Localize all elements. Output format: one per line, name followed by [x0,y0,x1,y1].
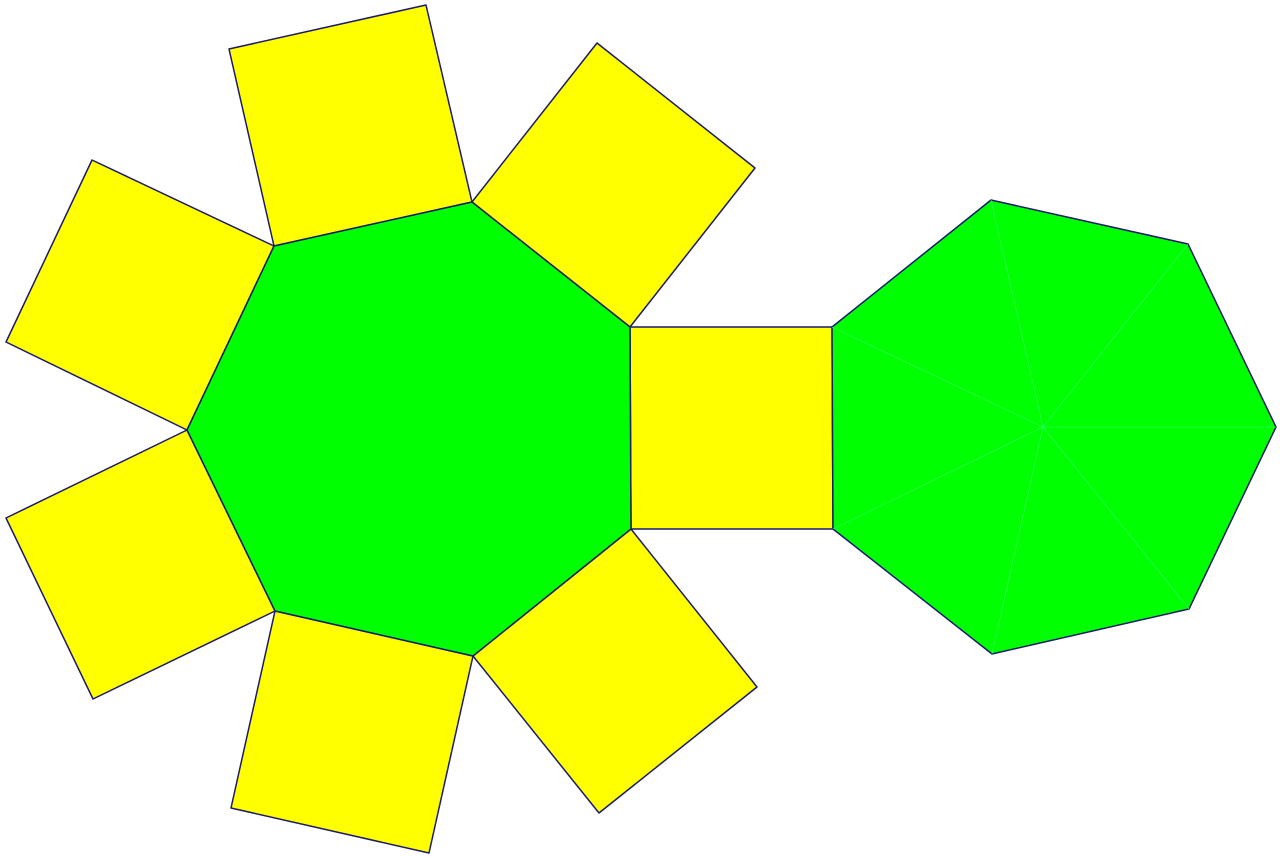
heptagon-spoke-1 [1042,243,1189,428]
square-connector-face [629,326,834,530]
squares-layer [5,4,834,854]
heptagon-spoke-6 [831,326,1044,428]
heptagon-spoke-0 [990,199,1044,428]
heptagon-spoke-4 [991,426,1044,655]
heptagon-spoke-5 [832,426,1044,530]
heptagon-spoke-3 [1042,426,1190,610]
spokes-layer [831,199,1276,655]
heptagon-left-face [186,201,632,657]
